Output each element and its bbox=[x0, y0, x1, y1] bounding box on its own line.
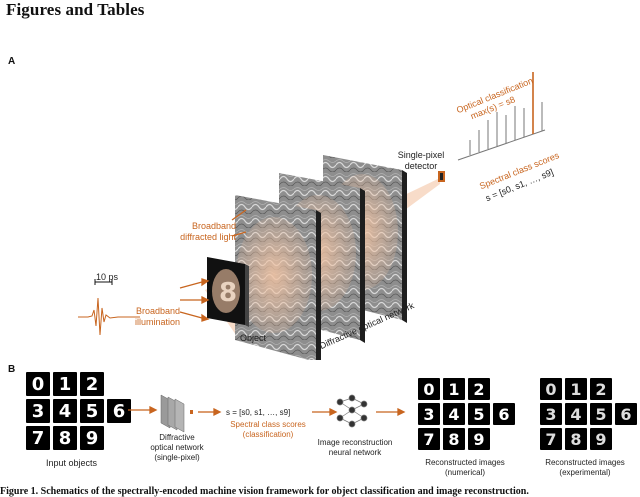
object-plate bbox=[207, 257, 249, 327]
broadband-diffracted-label: Broadband diffracted light bbox=[180, 221, 236, 242]
recon-experimental-digit: 7 bbox=[540, 428, 562, 450]
input-digit: 3 bbox=[26, 399, 50, 423]
panel-b-flow bbox=[128, 394, 406, 433]
recon-numerical-digit: 2 bbox=[468, 378, 490, 400]
nn-label: Image reconstruction neural network bbox=[317, 438, 393, 457]
diffractive-layer-1 bbox=[235, 195, 321, 360]
recon-experimental-digit: 0 bbox=[540, 378, 562, 400]
recon-numerical-grid: 0 1 2 3 4 5 6 7 8 9 bbox=[418, 378, 515, 450]
broadband-illumination-label: Broadband illumination bbox=[134, 306, 180, 327]
recon-experimental-digit: 4 bbox=[565, 403, 587, 425]
pulse-waveform bbox=[78, 297, 140, 336]
diffractive-network-label: Diffractive optical network (single-pixe… bbox=[150, 433, 204, 462]
pulse-scale-bar bbox=[94, 279, 113, 285]
recon-experimental-grid: 0 1 2 3 4 5 6 7 8 9 bbox=[540, 378, 637, 450]
recon-numerical-digit: 8 bbox=[443, 428, 465, 450]
input-digit: 6 bbox=[107, 399, 131, 423]
input-digit: 9 bbox=[80, 426, 104, 450]
recon-numerical-digit: 1 bbox=[443, 378, 465, 400]
panel-a-letter: A bbox=[8, 56, 16, 67]
pulse-label: 10 ps bbox=[96, 272, 119, 282]
input-digit: 1 bbox=[53, 372, 77, 396]
neural-network-icon bbox=[336, 394, 368, 428]
recon-numerical-digit: 5 bbox=[468, 403, 490, 425]
input-digit: 4 bbox=[53, 399, 77, 423]
recon-experimental-digit: 1 bbox=[565, 378, 587, 400]
recon-experimental-digit: 9 bbox=[590, 428, 612, 450]
flow-arrow-3 bbox=[312, 407, 338, 417]
illumination-arrows bbox=[179, 278, 210, 322]
diffracted-arrows bbox=[231, 209, 247, 237]
mini-diffractive-layers bbox=[160, 394, 193, 433]
recon-numerical-digit: 0 bbox=[418, 378, 440, 400]
input-objects-label: Input objects bbox=[46, 458, 98, 468]
input-digit: 0 bbox=[26, 372, 50, 396]
panel-b-letter: B bbox=[8, 364, 16, 375]
flow-arrow-1 bbox=[128, 405, 158, 415]
spectral-scores-b-label: Spectral class scores (classification) bbox=[230, 420, 306, 439]
recon-experimental-digit: 5 bbox=[590, 403, 612, 425]
input-objects-grid: 0 1 2 3 4 5 6 7 8 9 bbox=[26, 372, 131, 450]
object-label: Object bbox=[240, 333, 267, 343]
spectrum-plot bbox=[457, 72, 546, 161]
figure-caption: Figure 1. Schematics of the spectrally-e… bbox=[0, 486, 529, 497]
recon-numerical-digit: 9 bbox=[468, 428, 490, 450]
recon-numerical-digit: 7 bbox=[418, 428, 440, 450]
object-digit: 8 bbox=[219, 278, 238, 308]
recon-experimental-digit: 3 bbox=[540, 403, 562, 425]
recon-experimental-label: Reconstructed images (experimental) bbox=[545, 458, 625, 477]
recon-experimental-digit: 6 bbox=[615, 403, 637, 425]
flow-arrow-4 bbox=[376, 407, 406, 417]
single-pixel-detector bbox=[438, 171, 445, 182]
recon-experimental-digit: 8 bbox=[565, 428, 587, 450]
flow-arrow-2 bbox=[198, 407, 222, 417]
input-digit: 2 bbox=[80, 372, 104, 396]
recon-experimental-digit: 2 bbox=[590, 378, 612, 400]
scores-formula-b: s = [s0, s1, …, s9] bbox=[226, 408, 291, 417]
recon-numerical-digit: 4 bbox=[443, 403, 465, 425]
detector-label: Single-pixel detector bbox=[397, 150, 445, 171]
input-digit: 5 bbox=[80, 399, 104, 423]
input-digit: 8 bbox=[53, 426, 77, 450]
recon-numerical-digit: 6 bbox=[493, 403, 515, 425]
recon-numerical-label: Reconstructed images (numerical) bbox=[425, 458, 505, 477]
page-title: Figures and Tables bbox=[6, 0, 145, 19]
input-digit: 7 bbox=[26, 426, 50, 450]
recon-numerical-digit: 3 bbox=[418, 403, 440, 425]
panel-a-illustration bbox=[78, 72, 546, 360]
